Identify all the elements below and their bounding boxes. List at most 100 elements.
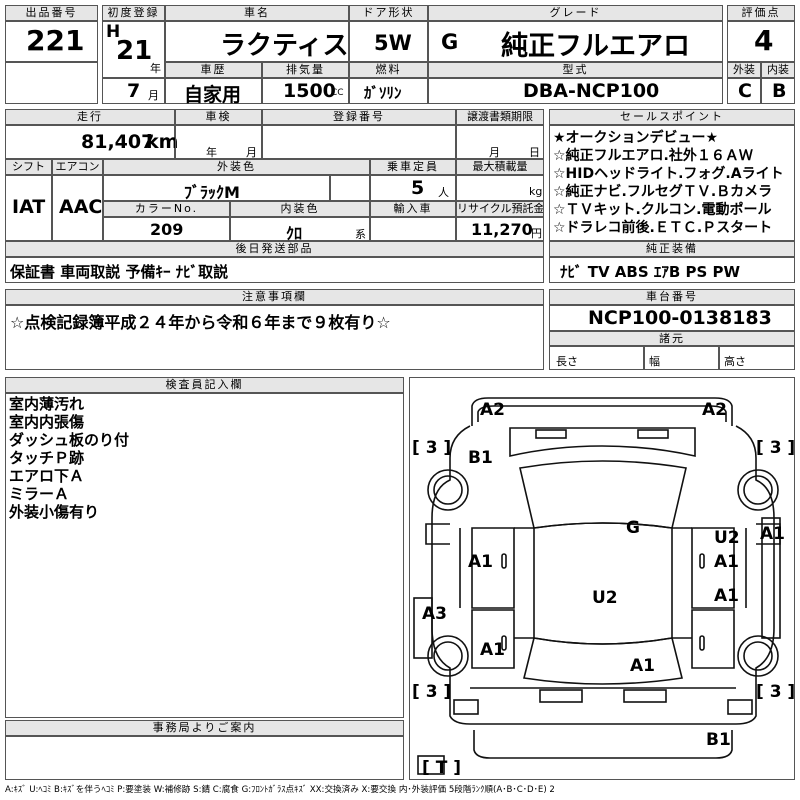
- damage-mark: [ 3 ]: [756, 438, 796, 458]
- inspector-note: 室内内張傷: [9, 413, 85, 431]
- chassis-label: 車台番号: [549, 289, 795, 305]
- reg-no-cell: [262, 125, 456, 159]
- car-outline: [413, 397, 781, 775]
- mileage-label: 走行: [5, 109, 175, 125]
- inspector-note: タッチＰ跡: [9, 449, 85, 467]
- sale-point: ☆ドラレコ前後.ＥＴＣ.Ｐスタート: [553, 220, 773, 236]
- reg-month: 7: [127, 80, 141, 102]
- damage-mark: A1: [714, 586, 739, 606]
- damage-mark: A1: [714, 552, 739, 572]
- damage-mark: [ T ]: [422, 758, 461, 778]
- damage-mark: A1: [468, 552, 493, 572]
- displacement-value: 1500: [283, 80, 336, 102]
- color-extra-cell: [330, 175, 370, 201]
- interior-color-value: ｸﾛ: [286, 224, 303, 243]
- aircon-value: AAC: [59, 196, 103, 218]
- ext-grade: C: [738, 80, 752, 102]
- displacement-label: 排気量: [262, 62, 349, 78]
- notes-text: ☆点検記録簿平成２４年から令和６年まで９枚有り☆: [10, 313, 391, 332]
- damage-mark: [ 3 ]: [412, 682, 452, 702]
- factory-equip-label: 純正装備: [549, 241, 795, 257]
- fuel-value: ｶﾞｿﾘﾝ: [364, 84, 402, 102]
- aircon-label: エアコン: [52, 159, 103, 175]
- car-name-cell: ラクティス: [165, 21, 349, 62]
- door-label: ドア形状: [349, 5, 428, 21]
- transfer-cell: 月 日: [456, 125, 544, 159]
- damage-mark: [ 3 ]: [756, 682, 796, 702]
- accessories-value: 保証書 車両取説 予備ｷｰ ﾅﾋﾞ取説: [10, 263, 229, 281]
- damage-mark: [ 3 ]: [412, 438, 452, 458]
- grade-cell: G 純正フルエアロ: [428, 21, 723, 62]
- transfer-label: 譲渡書類期限: [456, 109, 544, 125]
- inspection-cell: 年 月: [175, 125, 262, 159]
- model-label: 型式: [428, 62, 723, 78]
- capacity-unit: 人: [438, 186, 449, 199]
- shift-cell: IAT: [5, 175, 52, 241]
- lot-number-cell: 221: [5, 21, 98, 62]
- inspector-note: ダッシュ板のり付: [9, 431, 130, 449]
- damage-mark: A3: [422, 604, 447, 624]
- reg-no-label: 登録番号: [262, 109, 456, 125]
- history-label: 車歴: [165, 62, 262, 78]
- shift-label: シフト: [5, 159, 52, 175]
- history-cell: 自家用: [165, 78, 262, 106]
- spec-height: 高さ: [724, 355, 746, 368]
- score-value: 4: [754, 24, 774, 57]
- door-type: 5W: [374, 31, 412, 55]
- recycle-unit: 円: [531, 227, 542, 240]
- load-cell: kg: [456, 175, 544, 201]
- load-unit: kg: [529, 185, 543, 198]
- import-label: 輸入車: [370, 201, 456, 217]
- factory-equip-value: ﾅﾋﾞ TV ABS ｴｱB PS PW: [560, 263, 741, 281]
- capacity-cell: 5 人: [370, 175, 456, 201]
- chassis-cell: NCP100-0138183: [549, 305, 795, 331]
- capacity-value: 5: [411, 177, 425, 199]
- damage-mark: U2: [714, 528, 740, 548]
- lot-number-label: 出品番号: [5, 5, 98, 21]
- interior-color-label: 内装色: [230, 201, 370, 217]
- reg-month-unit: 月: [148, 89, 159, 102]
- inspector-note: ミラーＡ: [9, 485, 70, 503]
- inspection-year-unit: 年: [206, 146, 217, 159]
- sale-point: ☆HIDヘッドライト.フォグ.Aライト: [553, 166, 784, 182]
- color-value: ﾌﾞﾗｯｸM: [184, 183, 240, 202]
- reg-year-unit: 年: [150, 62, 161, 75]
- cc-unit: CC: [331, 88, 344, 98]
- notes-cell: ☆点検記録簿平成２４年から令和６年まで９枚有り☆: [5, 305, 544, 370]
- interior-color-suffix: 系: [355, 228, 366, 241]
- sale-point: ☆純正フルエアロ.社外１６ＡＷ: [553, 148, 753, 164]
- ext-grade-label: 外装: [727, 62, 761, 78]
- car-name-label: 車名: [165, 5, 349, 21]
- int-grade-cell: B: [761, 78, 795, 104]
- transfer-month-unit: 月: [489, 146, 500, 159]
- legend: A:ｷｽﾞ U:ﾍｺﾐ B:ｷｽﾞを伴うﾍｺﾐ P:要塗装 W:補修跡 S:錆 …: [5, 785, 555, 795]
- transfer-day-unit: 日: [529, 146, 540, 159]
- notes-label: 注意事項欄: [5, 289, 544, 305]
- damage-mark: A1: [630, 656, 655, 676]
- color-no-value: 209: [150, 220, 184, 239]
- inspector-note: 室内薄汚れ: [9, 395, 85, 413]
- inspector-label: 検査員記入欄: [5, 377, 404, 393]
- era-letter: H: [106, 22, 121, 42]
- inspection-month-unit: 月: [246, 146, 257, 159]
- capacity-label: 乗車定員: [370, 159, 456, 175]
- factory-equip-cell: ﾅﾋﾞ TV ABS ｴｱB PS PW: [549, 257, 795, 283]
- sale-point: ☆ＴＶキット.クルコン.電動ポール: [553, 202, 772, 218]
- fuel-cell: ｶﾞｿﾘﾝ: [349, 78, 428, 104]
- mileage-cell: 81,407 km: [5, 125, 178, 159]
- damage-mark: U2: [592, 588, 618, 608]
- int-grade-label: 内装: [761, 62, 795, 78]
- car-name: ラクティス: [220, 31, 349, 61]
- accessories-label: 後日発送部品: [5, 241, 544, 257]
- aircon-cell: AAC: [52, 175, 103, 241]
- spec-length-cell: 長さ: [549, 346, 644, 370]
- reg-year: 21: [116, 36, 153, 66]
- lot-number: 221: [26, 24, 85, 57]
- damage-mark: A2: [480, 400, 505, 420]
- spec-length: 長さ: [556, 355, 578, 368]
- inspection-label: 車検: [175, 109, 262, 125]
- grade-name: 純正フルエアロ: [501, 31, 690, 62]
- inspector-note: エアロ下Ａ: [9, 467, 85, 485]
- fuel-label: 燃料: [349, 62, 428, 78]
- reg-month-cell: 7 月: [102, 78, 165, 104]
